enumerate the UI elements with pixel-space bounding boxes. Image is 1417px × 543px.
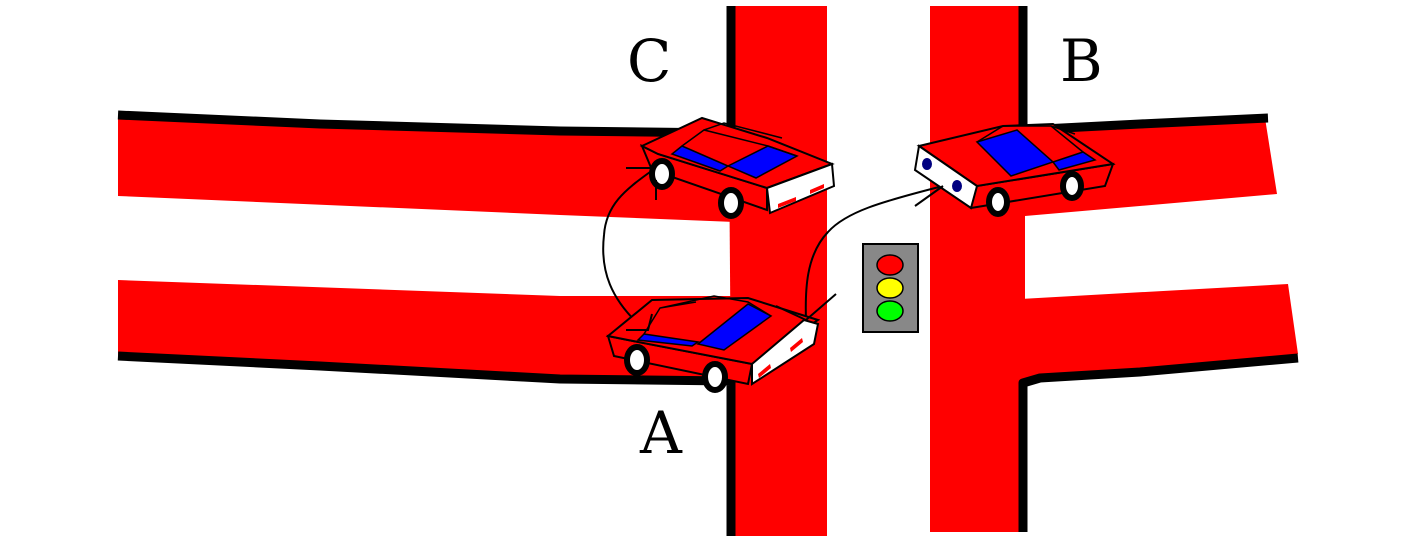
car-b-wheel-front: [986, 187, 1010, 217]
car-a: [605, 293, 837, 393]
traffic-light-red: [876, 254, 904, 276]
car-labels: C B A: [627, 27, 1103, 467]
traffic-light-icon: [862, 243, 919, 333]
label-car-c: C: [627, 27, 671, 95]
car-b-headlight-right: [952, 180, 962, 192]
car-c: [626, 116, 836, 219]
path-a-to-c: [602, 171, 651, 331]
car-a-wheel-rear: [702, 361, 728, 393]
car-b-cabin: [976, 125, 1084, 153]
road-bottom-left: [118, 280, 735, 385]
curb-bottom-right: [1018, 353, 1299, 532]
car-a-wheel-front: [624, 344, 650, 376]
car-c-cabin: [681, 122, 798, 157]
car-c-taillight-left: [778, 197, 796, 208]
traffic-light-green: [876, 300, 904, 322]
car-a-cabin: [643, 295, 772, 335]
label-car-a: A: [639, 399, 683, 467]
car-a-whiskers: [626, 293, 837, 331]
car-b-window-rear: [1051, 151, 1097, 171]
car-c-whiskers: [626, 167, 657, 200]
road-vertical-left: [728, 6, 827, 536]
car-b: [913, 122, 1116, 217]
curb-top-left: [117, 6, 736, 138]
car-a-window-rear: [636, 333, 701, 347]
trajectories: [602, 171, 944, 331]
curbs: [117, 6, 1299, 536]
car-c-rear-face: [765, 162, 836, 215]
car-b-wheel-rear: [1060, 171, 1084, 201]
car-a-taillight-left: [758, 364, 771, 378]
curb-bottom-left: [117, 351, 736, 536]
car-b-whiskers: [914, 185, 944, 207]
road-top-left: [118, 118, 735, 222]
car-b-headlight-left: [922, 158, 932, 170]
traffic-light-yellow: [876, 277, 904, 299]
path-a-to-b: [804, 185, 944, 321]
road-bottom-right: [930, 284, 1298, 385]
roads: [118, 6, 1298, 536]
car-a-taillight-right: [790, 338, 803, 352]
road-vertical-right: [930, 6, 1025, 532]
car-c-taillight-right: [810, 184, 824, 194]
car-c-window-rear: [670, 145, 730, 172]
car-c-wheel-rear: [718, 187, 744, 219]
label-car-b: B: [1060, 27, 1103, 95]
curb-top-right: [1018, 6, 1269, 135]
